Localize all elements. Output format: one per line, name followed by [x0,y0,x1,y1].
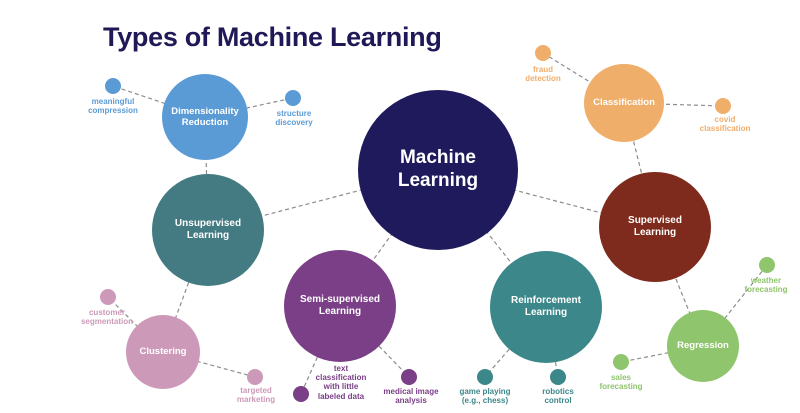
dot-fraud-detection [535,45,551,61]
dot-targeted-marketing [247,369,263,385]
node-regression: Regression [667,310,739,382]
dot-game-playing [477,369,493,385]
dot-weather-forecasting [759,257,775,273]
dot-text-classification [293,386,309,402]
dot-medical-image-analysis [401,369,417,385]
page-title: Types of Machine Learning [103,22,442,52]
dot-structure-discovery [285,90,301,106]
connector-clustering-customer [107,296,164,353]
dot-covid-classification [715,98,731,114]
label-game-playing: game playing(e.g., chess) [459,387,511,406]
node-classification: Classification [584,64,664,142]
dot-robotics-control [550,369,566,385]
dot-customer-segmentation [100,289,116,305]
node-clustering: Clustering [126,315,200,389]
dot-meaningful-compression [105,78,121,94]
dot-sales-forecasting [613,354,629,370]
